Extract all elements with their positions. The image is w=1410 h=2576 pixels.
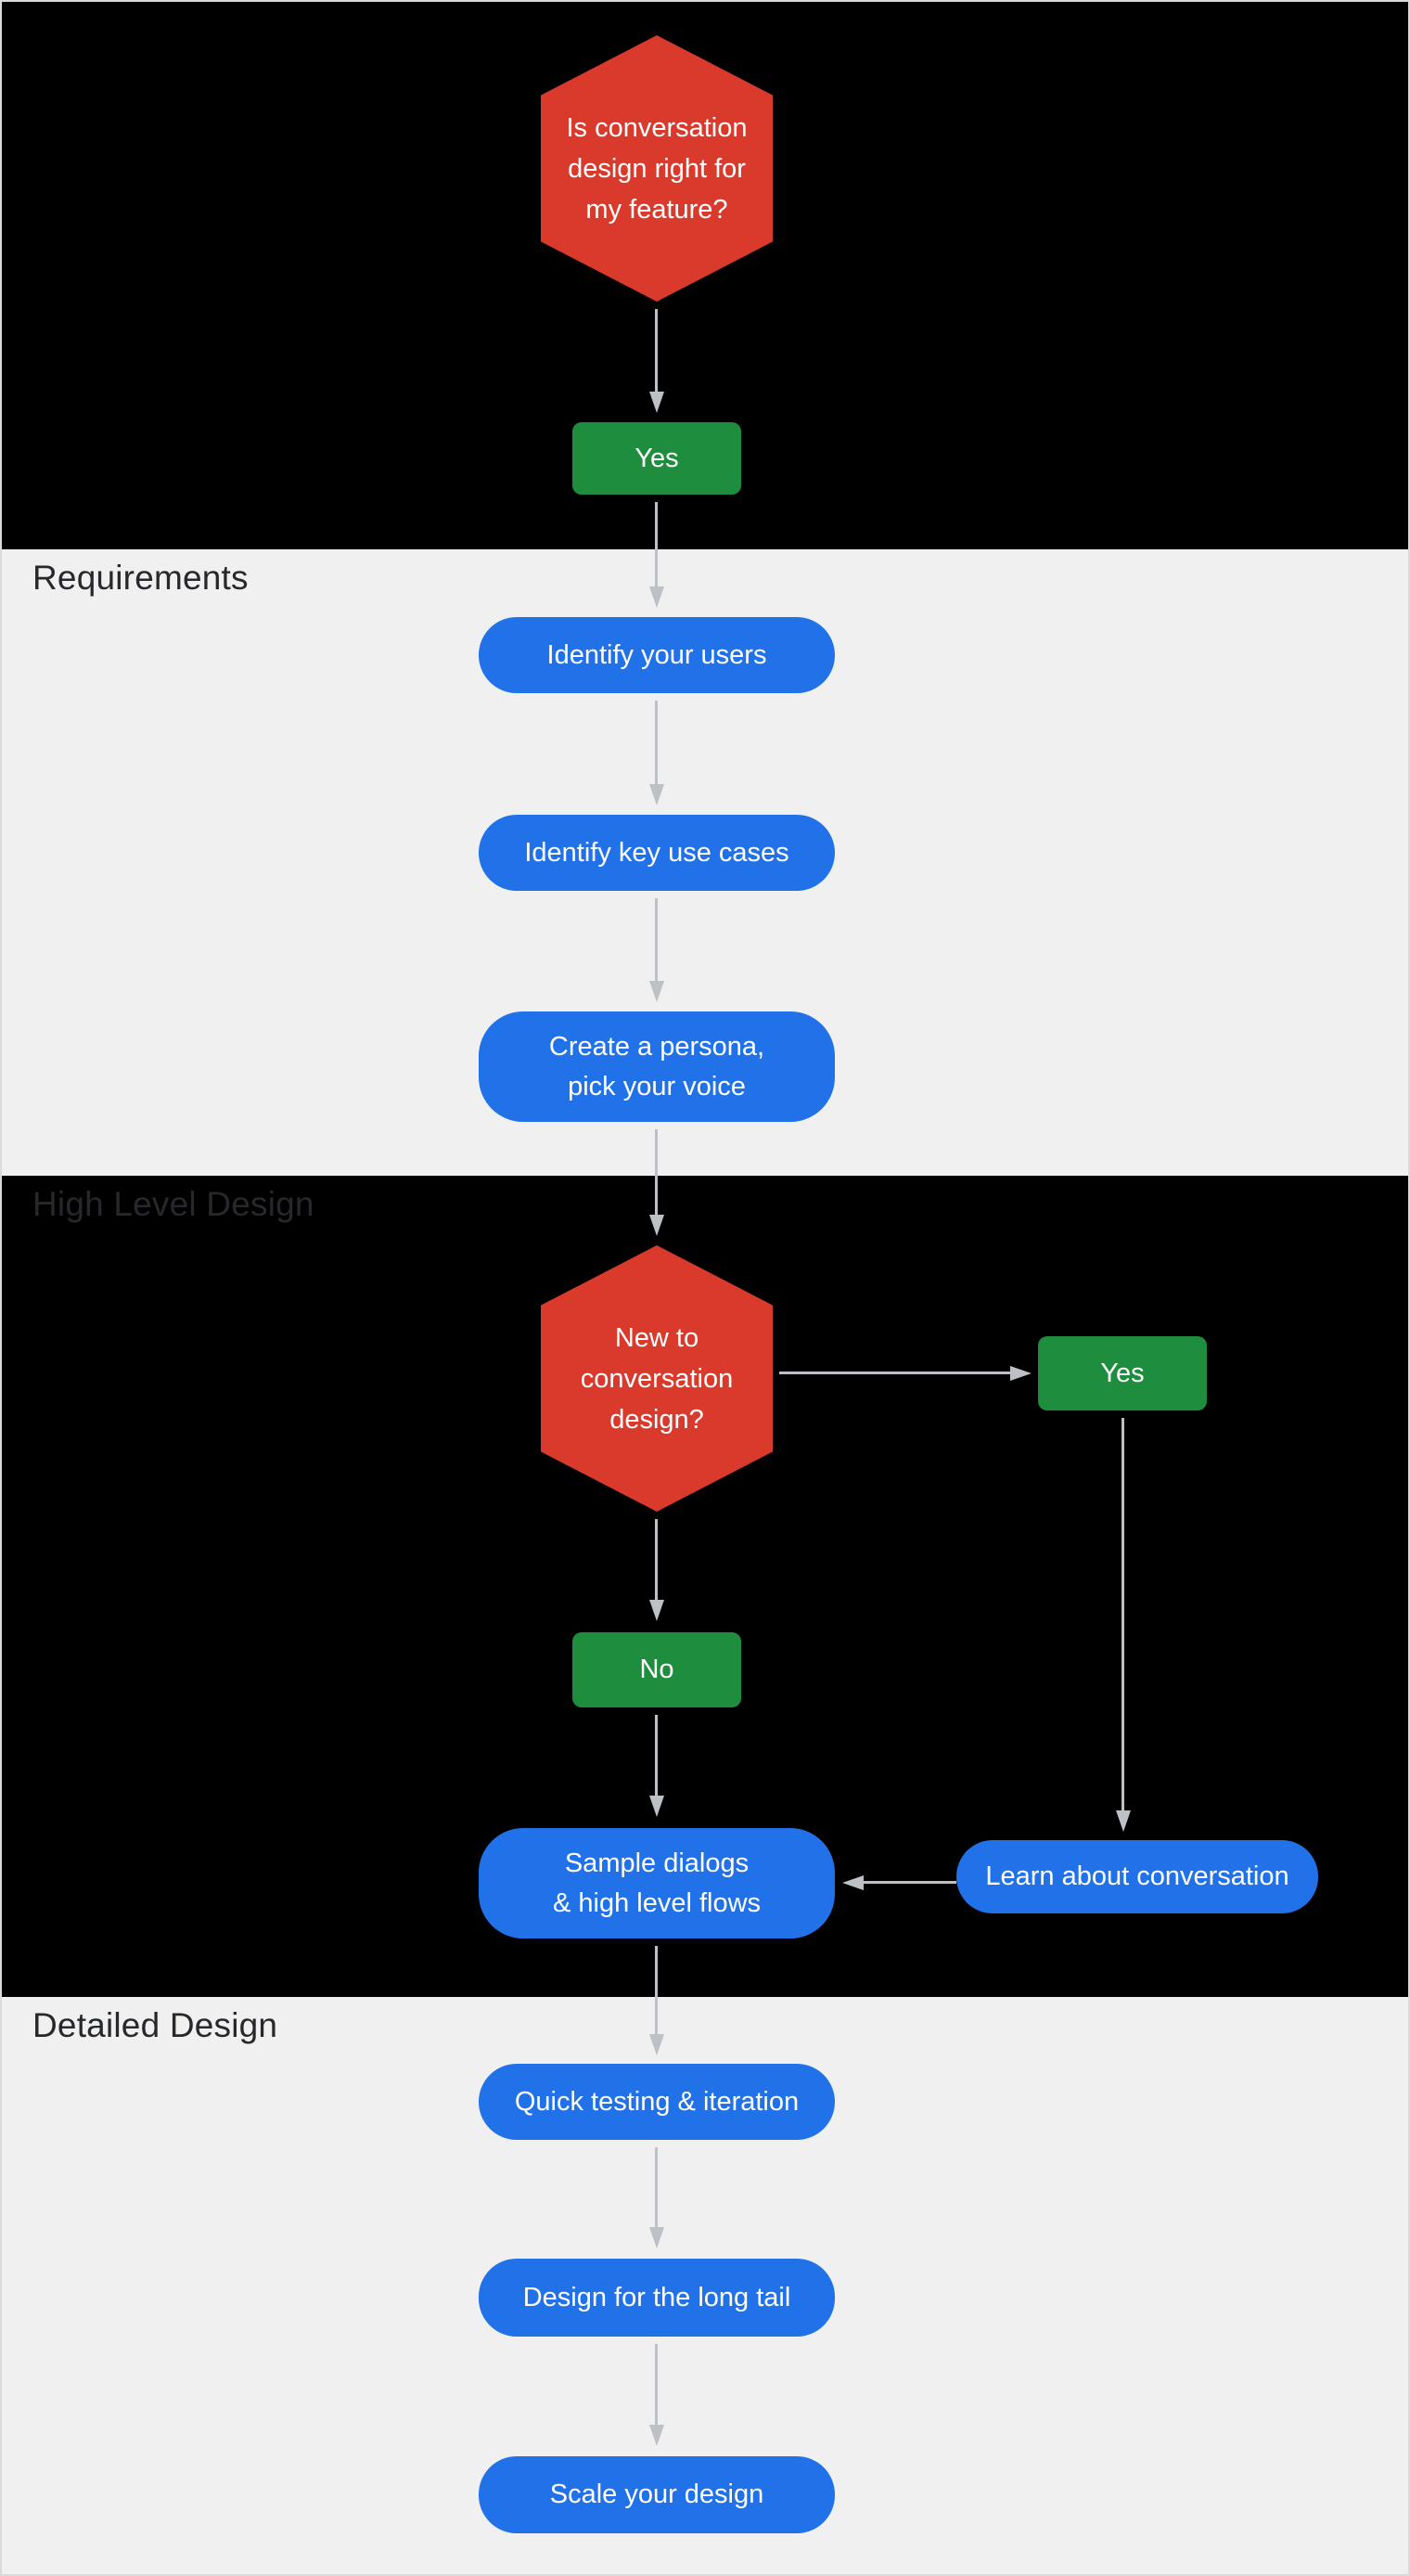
arrow-shaft (1122, 1418, 1124, 1810)
arrow-down-head (648, 981, 664, 1002)
step-text-line: pick your voice (568, 1071, 746, 1101)
arrow-shaft (655, 1946, 658, 2034)
decision-text-line: my feature? (585, 194, 728, 225)
section-label-requirements: Requirements (32, 559, 249, 597)
arrow-shaft (655, 701, 658, 784)
yes-button-new-to-design[interactable]: Yes (1038, 1336, 1207, 1410)
arrow-persona-to-qnew (648, 1129, 664, 1236)
arrow-shaft (655, 1519, 658, 1600)
arrow-shaft (864, 1881, 956, 1884)
decision-text-line: design right for (568, 153, 746, 184)
step-quick-testing-iteration[interactable]: Quick testing & iteration (479, 2064, 835, 2140)
section-label-high-level-design: High Level Design (32, 1185, 314, 1223)
arrow-use-cases-to-persona (648, 898, 664, 1002)
step-identify-key-use-cases[interactable]: Identify key use cases (479, 815, 835, 891)
arrow-down-head (1115, 1810, 1131, 1832)
arrow-qfit-to-yes (648, 309, 664, 413)
yes-button-start[interactable]: Yes (572, 422, 741, 495)
step-sample-dialogs-high-level-flows[interactable]: Sample dialogs & high level flows (479, 1828, 835, 1938)
arrow-sample-to-quick-testing (648, 1946, 664, 2055)
arrow-learn-to-sample-dialogs (842, 1874, 956, 1890)
arrow-identify-users-to-use-cases (648, 701, 664, 805)
arrow-down-head (648, 1215, 664, 1236)
step-text-line: Create a persona, (548, 1031, 765, 1062)
arrow-shaft (779, 1372, 1010, 1374)
no-button-new-to-design[interactable]: No (572, 1632, 741, 1707)
step-identify-your-users[interactable]: Identify your users (479, 617, 835, 693)
arrow-down-head (648, 2227, 664, 2248)
step-design-for-long-tail[interactable]: Design for the long tail (479, 2259, 835, 2337)
arrow-right-head (1010, 1365, 1032, 1381)
arrow-down-head (648, 586, 664, 608)
section-label-detailed-design: Detailed Design (32, 2006, 278, 2044)
step-create-persona-pick-voice[interactable]: Create a persona, pick your voice (479, 1011, 835, 1122)
decision-text-line: conversation (580, 1363, 734, 1394)
decision-is-conversation-design-right: Is conversation design right for my feat… (541, 35, 773, 302)
step-learn-about-conversation[interactable]: Learn about conversation (956, 1840, 1318, 1913)
decision-text-line: Is conversation (566, 112, 748, 143)
arrow-qnew-to-yes2 (779, 1365, 1032, 1381)
arrow-down-head (648, 2034, 664, 2055)
step-text-line: Sample dialogs (564, 1848, 750, 1878)
decision-text-line: New to (614, 1322, 699, 1353)
arrow-down-head (648, 1600, 664, 1621)
decision-text: New to conversation design? (581, 1318, 733, 1440)
arrow-yes2-to-learn (1115, 1418, 1131, 1832)
decision-new-to-conversation-design: New to conversation design? (541, 1245, 773, 1512)
arrow-shaft (655, 898, 658, 981)
step-text: Sample dialogs & high level flows (553, 1844, 761, 1924)
arrow-down-head (648, 2425, 664, 2446)
arrow-long-tail-to-scale (648, 2344, 664, 2446)
decision-text-line: design? (609, 1404, 704, 1435)
step-scale-your-design[interactable]: Scale your design (479, 2456, 835, 2533)
arrow-shaft (655, 309, 658, 392)
arrow-quick-testing-to-long-tail (648, 2147, 664, 2248)
decision-text: Is conversation design right for my feat… (566, 108, 747, 230)
arrow-shaft (655, 2344, 658, 2425)
arrow-shaft (655, 2147, 658, 2227)
arrow-shaft (655, 502, 658, 586)
arrow-no-to-sample-dialogs (648, 1715, 664, 1817)
arrow-left-head (842, 1874, 864, 1890)
arrow-down-head (648, 784, 664, 805)
step-text: Create a persona, pick your voice (549, 1027, 764, 1107)
arrow-yes-to-identify-users (648, 502, 664, 608)
arrow-down-head (648, 1796, 664, 1817)
arrow-shaft (655, 1715, 658, 1796)
arrow-shaft (655, 1129, 658, 1215)
arrow-down-head (648, 392, 664, 413)
arrow-qnew-to-no (648, 1519, 664, 1621)
step-text-line: & high level flows (552, 1887, 762, 1918)
